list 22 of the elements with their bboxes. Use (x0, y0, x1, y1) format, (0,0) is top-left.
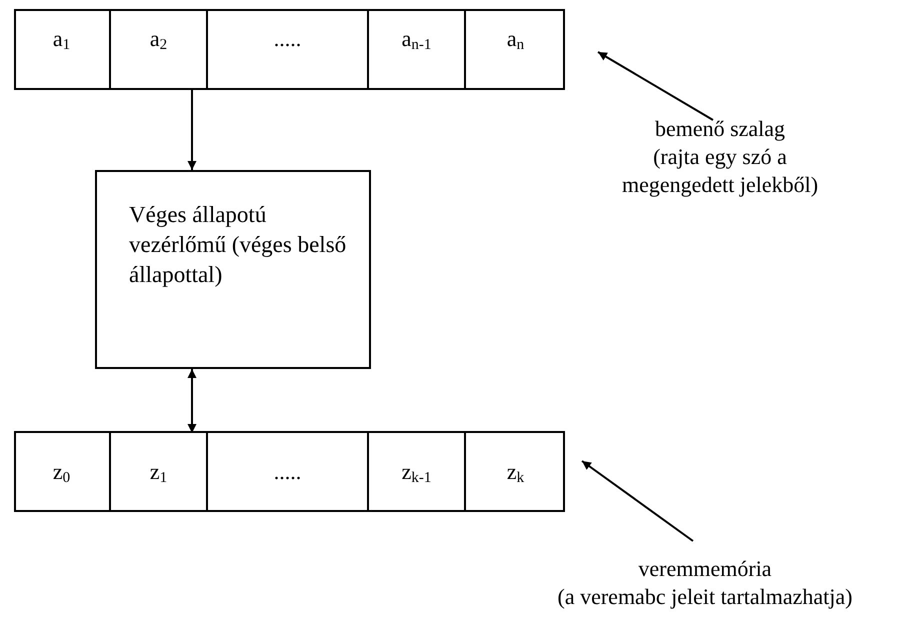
arrow (188, 88, 196, 170)
annotation-line: veremmemória (638, 555, 772, 583)
cell-symbol: a$_{n-1}$ (402, 25, 432, 53)
control-unit-box (95, 170, 371, 369)
node-text: Véges állapotú vezérlőmű (véges belső állapottal) (129, 201, 348, 289)
cell-symbol: ..... (274, 458, 302, 486)
cell-symbol: a$_{1}$ (52, 25, 70, 53)
cell-symbol: z$_{1}$ (150, 458, 168, 486)
arrow (581, 460, 694, 542)
annotation-line: (a veremabc jeleit tartalmazhatja) (558, 583, 852, 611)
arrow (188, 369, 196, 433)
cell-symbol: ..... (274, 25, 302, 53)
cell-symbol: z$_{k}$ (506, 458, 524, 486)
arrow (598, 51, 714, 121)
annotation-line: (rajta egy szó a megengedett jelekből) (620, 143, 820, 199)
cell-symbol: z$_{k-1}$ (402, 458, 432, 486)
cell-symbol: a$_{n}$ (506, 25, 524, 53)
stack-tape (14, 431, 565, 512)
cell-symbol: a$_{2}$ (150, 25, 168, 53)
cell-symbol: z$_{0}$ (52, 458, 70, 486)
annotation-line: bemenő szalag (654, 115, 786, 143)
input-tape (14, 9, 565, 90)
